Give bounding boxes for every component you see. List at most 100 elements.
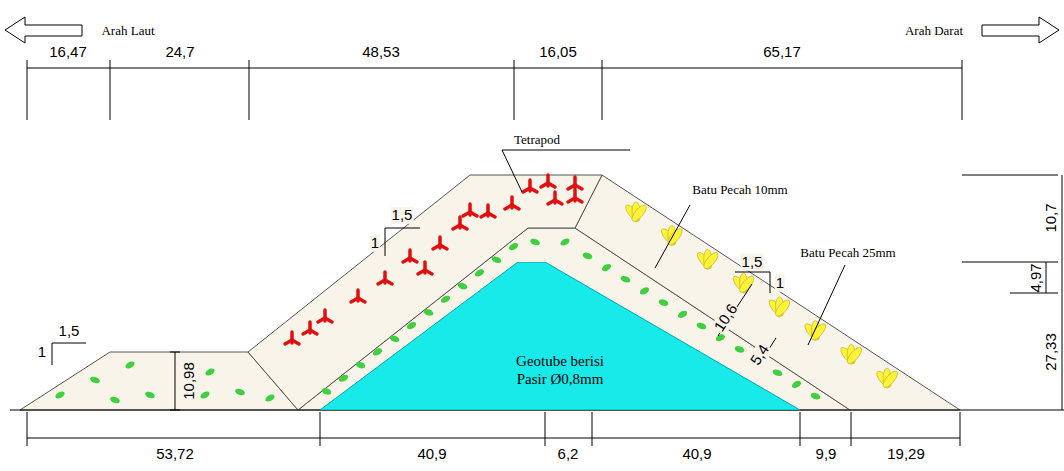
tetrapod-unit bbox=[470, 212, 477, 216]
gravel-stone bbox=[491, 255, 502, 264]
slope-ratio: 1,5 bbox=[58, 323, 81, 340]
dimension-value: 24,7 bbox=[164, 44, 195, 61]
tetrapod-unit bbox=[408, 258, 412, 261]
tetrapod-unit bbox=[418, 270, 425, 274]
tetrapod-unit bbox=[423, 270, 427, 273]
tetrapod-unit bbox=[523, 188, 530, 192]
tetrapod-unit bbox=[325, 318, 332, 322]
slope-ratio: 1 bbox=[37, 344, 47, 361]
gravel-stone bbox=[508, 241, 520, 251]
crushed-stone bbox=[881, 369, 900, 389]
gravel-stone bbox=[440, 294, 452, 304]
gravel-stone bbox=[582, 251, 593, 260]
dimension-value: 16,47 bbox=[48, 44, 88, 61]
tetrapod-unit bbox=[438, 245, 442, 248]
gravel-stone bbox=[457, 282, 468, 291]
tetrapod-unit bbox=[433, 245, 440, 249]
tetrapod-unit bbox=[575, 198, 582, 202]
tetrapod-unit bbox=[303, 330, 310, 334]
gravel-stone bbox=[772, 368, 783, 377]
tetrapod-unit bbox=[528, 188, 532, 191]
dimension-value: 19,29 bbox=[886, 446, 926, 463]
tetrapod-unit bbox=[553, 200, 557, 203]
dimension-value: 16,05 bbox=[538, 44, 578, 61]
gravel-stone bbox=[559, 237, 571, 247]
tetrapod-unit bbox=[378, 280, 385, 284]
gravel-stone bbox=[264, 393, 276, 403]
tetrapod-unit bbox=[548, 200, 555, 204]
tetrapod-unit bbox=[453, 225, 460, 229]
gravel-stone bbox=[89, 375, 100, 384]
tetrapod-unit bbox=[460, 225, 467, 229]
tetrapod-unit bbox=[358, 298, 365, 302]
gravel-stone bbox=[124, 360, 136, 370]
crushed-stone bbox=[630, 203, 649, 223]
tetrapod-unit bbox=[318, 318, 325, 322]
tetrapod-unit bbox=[403, 258, 410, 262]
tetrapod-unit bbox=[385, 280, 392, 284]
geotube-shape bbox=[320, 262, 800, 410]
tetrapod-unit bbox=[486, 213, 490, 216]
dimension-value: 10,7 bbox=[1043, 202, 1060, 233]
tetrapod-unit bbox=[568, 198, 575, 202]
gravel-stone bbox=[199, 390, 211, 400]
geotube-label: Geotube berisi Pasir Ø0,8mm bbox=[505, 352, 615, 388]
gravel-stone bbox=[658, 298, 669, 307]
gravel-stone bbox=[338, 373, 350, 383]
tetrapod-unit bbox=[481, 213, 488, 217]
tetrapod-unit bbox=[292, 340, 299, 344]
tetrapod-unit bbox=[285, 340, 292, 344]
crushed-stone bbox=[809, 322, 828, 342]
gravel-stone bbox=[321, 387, 332, 396]
gravel-stone bbox=[601, 262, 613, 272]
tetrapod-unit bbox=[546, 183, 550, 186]
dimension-value: 10,98 bbox=[181, 361, 198, 401]
dimension-value: 65,17 bbox=[762, 44, 802, 61]
dimension-value: 53,72 bbox=[155, 446, 195, 463]
tetrapod-unit bbox=[468, 212, 472, 215]
tetrapod-unit bbox=[555, 200, 562, 204]
geotube-core: Geotube berisi Pasir Ø0,8mm bbox=[320, 262, 800, 410]
dimension-value: 27,33 bbox=[1043, 332, 1060, 372]
gravel-stone bbox=[734, 345, 745, 354]
slope-ratio: 1,5 bbox=[741, 254, 764, 271]
material-label: Batu Pecah 25mm bbox=[799, 246, 896, 260]
gravel-stone bbox=[389, 334, 400, 343]
gravel-stone bbox=[144, 390, 155, 399]
gravel-stone bbox=[406, 320, 418, 330]
crushed-stone bbox=[845, 345, 864, 365]
tetrapod-unit bbox=[310, 330, 317, 334]
gravel-stone bbox=[620, 275, 631, 284]
tetrapod-unit bbox=[410, 258, 417, 262]
gravel-stone bbox=[474, 268, 486, 278]
dimension-value: 40,9 bbox=[416, 446, 447, 463]
dimension-value: 9,9 bbox=[815, 446, 838, 463]
tetrapod-unit bbox=[575, 185, 582, 189]
tetrapod-unit bbox=[425, 270, 432, 274]
tetrapod-unit bbox=[512, 205, 519, 209]
tetrapod-unit bbox=[573, 198, 577, 201]
direction-label: Arah Darat bbox=[904, 24, 964, 38]
slope-ratio: 1 bbox=[370, 235, 380, 252]
tetrapod-unit bbox=[463, 212, 470, 216]
tetrapod-unit bbox=[383, 280, 387, 283]
tetrapod-unit bbox=[573, 185, 577, 188]
crushed-stone bbox=[773, 298, 792, 318]
tetrapod-unit bbox=[530, 188, 537, 192]
gravel-stone bbox=[639, 286, 651, 296]
gravel-stone bbox=[234, 387, 245, 396]
tetrapod-unit bbox=[488, 213, 495, 217]
dimension-value: 40,9 bbox=[681, 446, 712, 463]
gravel-stone bbox=[696, 321, 707, 330]
gravel-stone bbox=[204, 367, 216, 377]
slope-ratio: 1,5 bbox=[391, 207, 414, 224]
gravel-stone bbox=[677, 309, 689, 319]
tetrapod-unit bbox=[290, 340, 294, 343]
gravel-stone bbox=[423, 308, 434, 317]
gravel-stone bbox=[109, 395, 120, 404]
material-label: Batu Pecah 10mm bbox=[691, 183, 788, 197]
tetrapod-unit bbox=[505, 205, 512, 209]
tetrapod-unit bbox=[351, 298, 358, 302]
tetrapod-unit bbox=[323, 318, 327, 321]
